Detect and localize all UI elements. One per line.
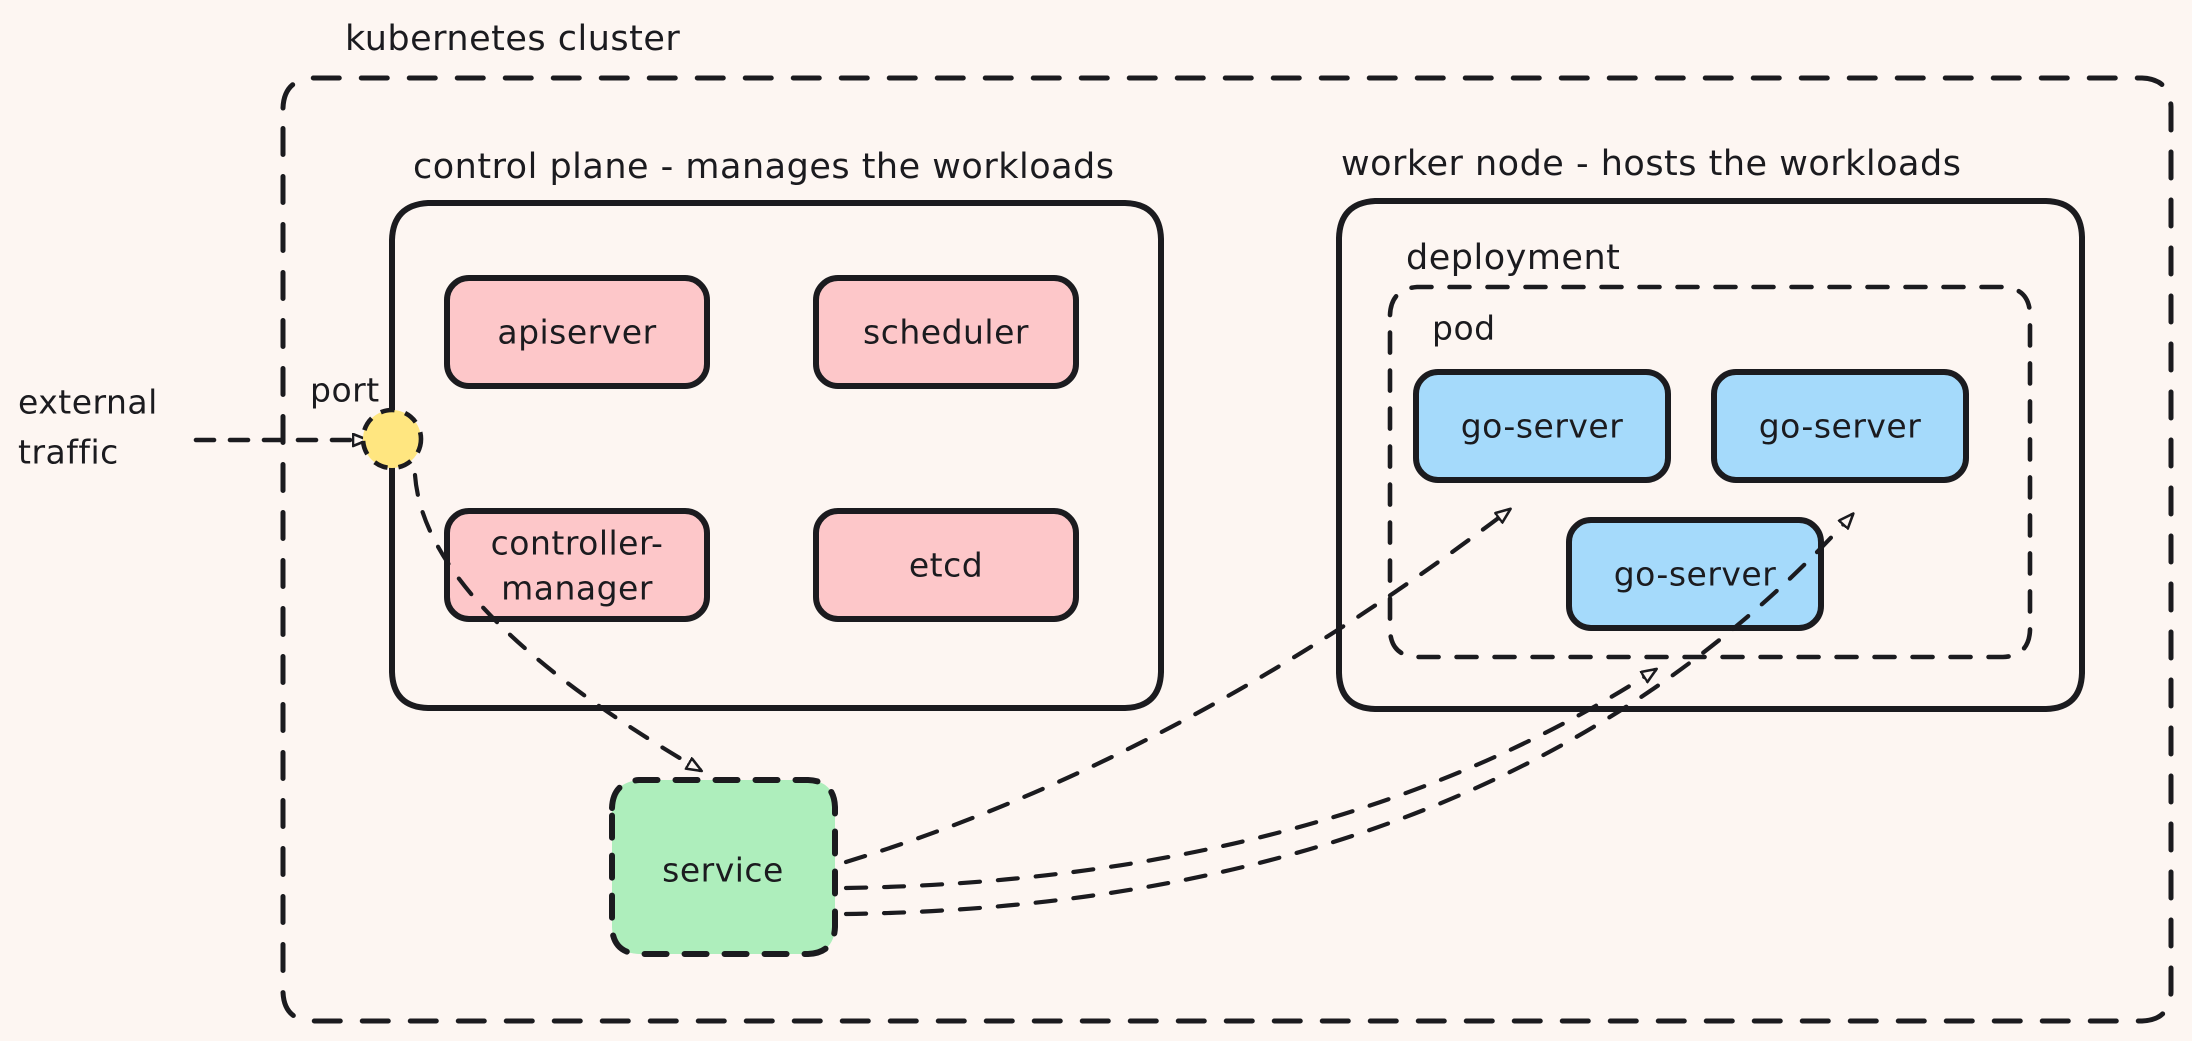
kubernetes-cluster-group: kubernetes cluster (280, 19, 2174, 1024)
controller-manager-label-line2: manager (501, 569, 653, 608)
worker-node-group: worker node - hosts the workloads deploy… (1336, 144, 2085, 712)
node-scheduler[interactable]: scheduler (813, 275, 1079, 389)
go-server-2-label: go-server (1759, 407, 1922, 446)
etcd-label: etcd (909, 546, 983, 585)
cluster-label: kubernetes cluster (345, 19, 680, 59)
go-server-1-label: go-server (1461, 407, 1624, 446)
node-apiserver[interactable]: apiserver (444, 275, 710, 389)
deployment-group: deployment pod (1387, 238, 2033, 660)
go-server-1-box[interactable] (1413, 369, 1671, 483)
deployment-label: deployment (1406, 238, 1620, 278)
port-node[interactable]: port (310, 371, 424, 471)
apiserver-box[interactable] (444, 275, 710, 389)
node-go-server-1[interactable]: go-server (1413, 369, 1671, 483)
port-label: port (310, 371, 380, 410)
control-plane-group: control plane - manages the workloads ap… (389, 147, 1164, 711)
scheduler-box[interactable] (813, 275, 1079, 389)
node-go-server-2[interactable]: go-server (1711, 369, 1969, 483)
worker-node-label: worker node - hosts the workloads (1341, 144, 1961, 184)
go-server-3-box[interactable] (1566, 517, 1824, 631)
edge-service-to-go-server-2 (843, 515, 1852, 917)
external-traffic-label-line2: traffic (18, 433, 119, 472)
service-box[interactable] (609, 777, 838, 957)
port-circle[interactable] (360, 407, 424, 471)
pod-label: pod (1432, 309, 1496, 348)
edge-service-to-go-server-1 (843, 510, 1509, 865)
node-controller-manager[interactable]: controller- manager (444, 508, 710, 622)
edge-service-to-go-server-3 (843, 670, 1655, 891)
node-etcd[interactable]: etcd (813, 508, 1079, 622)
etcd-box[interactable] (813, 508, 1079, 622)
edge-port-to-service (412, 472, 700, 770)
worker-node-border (1336, 198, 2085, 712)
apiserver-label: apiserver (497, 313, 656, 352)
control-plane-label: control plane - manages the workloads (413, 147, 1115, 187)
go-server-3-label: go-server (1614, 555, 1777, 594)
control-plane-border (389, 200, 1164, 711)
controller-manager-label-line1: controller- (491, 524, 664, 563)
external-traffic-group: external traffic (18, 383, 366, 472)
cluster-border (280, 75, 2174, 1024)
deployment-border (1387, 284, 2033, 660)
external-traffic-label-line1: external (18, 383, 158, 422)
scheduler-label: scheduler (863, 313, 1029, 352)
node-go-server-3[interactable]: go-server (1566, 517, 1824, 631)
go-server-2-box[interactable] (1711, 369, 1969, 483)
node-service[interactable]: service (609, 777, 838, 957)
service-label: service (662, 851, 784, 890)
